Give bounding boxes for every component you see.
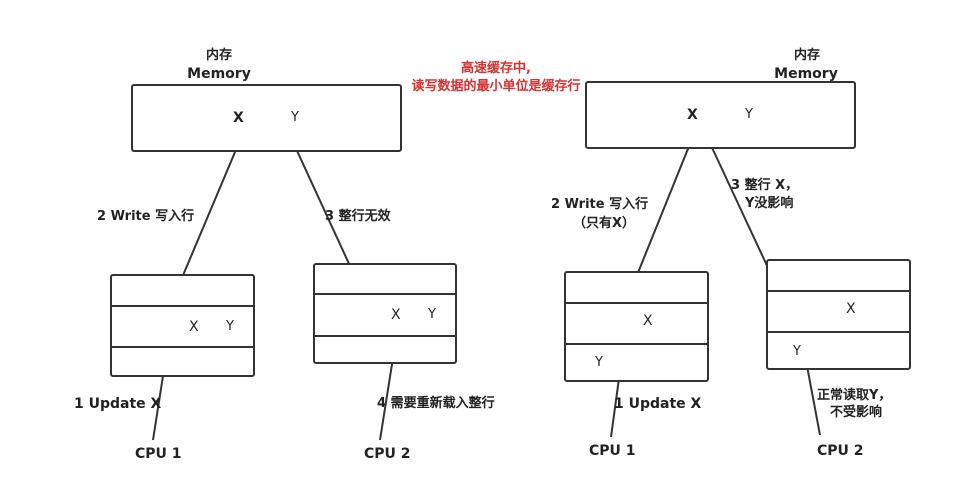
cpu2-cache-y-left: Y: [428, 307, 436, 322]
step1-label-right: 1 Update X: [614, 396, 702, 412]
memory-x-right: X: [687, 107, 698, 123]
step3-label-right-line1: 3 整行 X，: [731, 178, 799, 193]
cpu2-label-left: CPU 2: [364, 446, 411, 462]
step3-label-left: 3 整行无效: [325, 209, 391, 224]
memory-x-left: X: [233, 110, 244, 126]
cpu1-cache-x-right: X: [643, 313, 653, 329]
cache-line-divider: [112, 305, 253, 307]
cpu1-cache-left: X Y: [110, 274, 255, 377]
cpu2-cache-x-right: X: [846, 301, 856, 317]
cpu2-cache-right: X Y: [766, 259, 911, 370]
memory-label-cn-right: 内存: [793, 48, 820, 63]
cpu2-note-right-line2: 不受影响: [830, 405, 883, 420]
cache-line-divider: [315, 293, 455, 295]
cache-line-divider: [315, 335, 455, 337]
cpu1-cache-right: X Y: [564, 271, 709, 382]
memory-label-en-right: Memory: [774, 66, 838, 82]
memory-box-left: X Y: [131, 84, 402, 152]
step4-label-left: 4 需要重新载入整行: [377, 396, 495, 411]
step2-label-right-line2: （只有X）: [573, 216, 636, 231]
cache-line-divider: [768, 331, 909, 333]
step3-label-right-line2: Y没影响: [745, 196, 794, 211]
cpu2-label-right: CPU 2: [817, 443, 864, 459]
cache-line-divider: [768, 290, 909, 292]
cpu1-label-right: CPU 1: [589, 443, 636, 459]
memory-label-en-left: Memory: [187, 66, 251, 82]
cache-line-divider: [566, 343, 707, 345]
cpu2-cache-x-left: X: [391, 307, 401, 323]
cache-line-note-line1: 高速缓存中,: [461, 61, 531, 76]
cpu2-cache-left: X Y: [313, 263, 457, 364]
memory-y-right: Y: [745, 107, 753, 122]
cache-line-divider: [566, 302, 707, 304]
memory-label-cn-left: 内存: [205, 48, 232, 63]
cache-line-note-line2: 读写数据的最小单位是缓存行: [411, 79, 581, 94]
step1-label-left: 1 Update X: [74, 396, 162, 412]
memory-y-left: Y: [291, 110, 299, 125]
cache-line-divider: [112, 346, 253, 348]
step2-label-right-line1: 2 Write 写入行: [551, 197, 649, 212]
cpu2-cache-y-right: Y: [793, 344, 801, 359]
step2-label-left: 2 Write 写入行: [97, 209, 195, 224]
cpu1-label-left: CPU 1: [135, 446, 182, 462]
cpu1-cache-y-left: Y: [226, 319, 234, 334]
memory-box-right: X Y: [585, 81, 856, 149]
cpu1-cache-y-right: Y: [595, 355, 603, 370]
arrow-cpu1-write-to-memory-right: [630, 122, 701, 291]
arrow-cpu1-write-to-memory: [175, 124, 248, 293]
cpu1-cache-x-left: X: [189, 319, 199, 335]
cpu2-note-right-line1: 正常读取Y，: [817, 388, 892, 403]
